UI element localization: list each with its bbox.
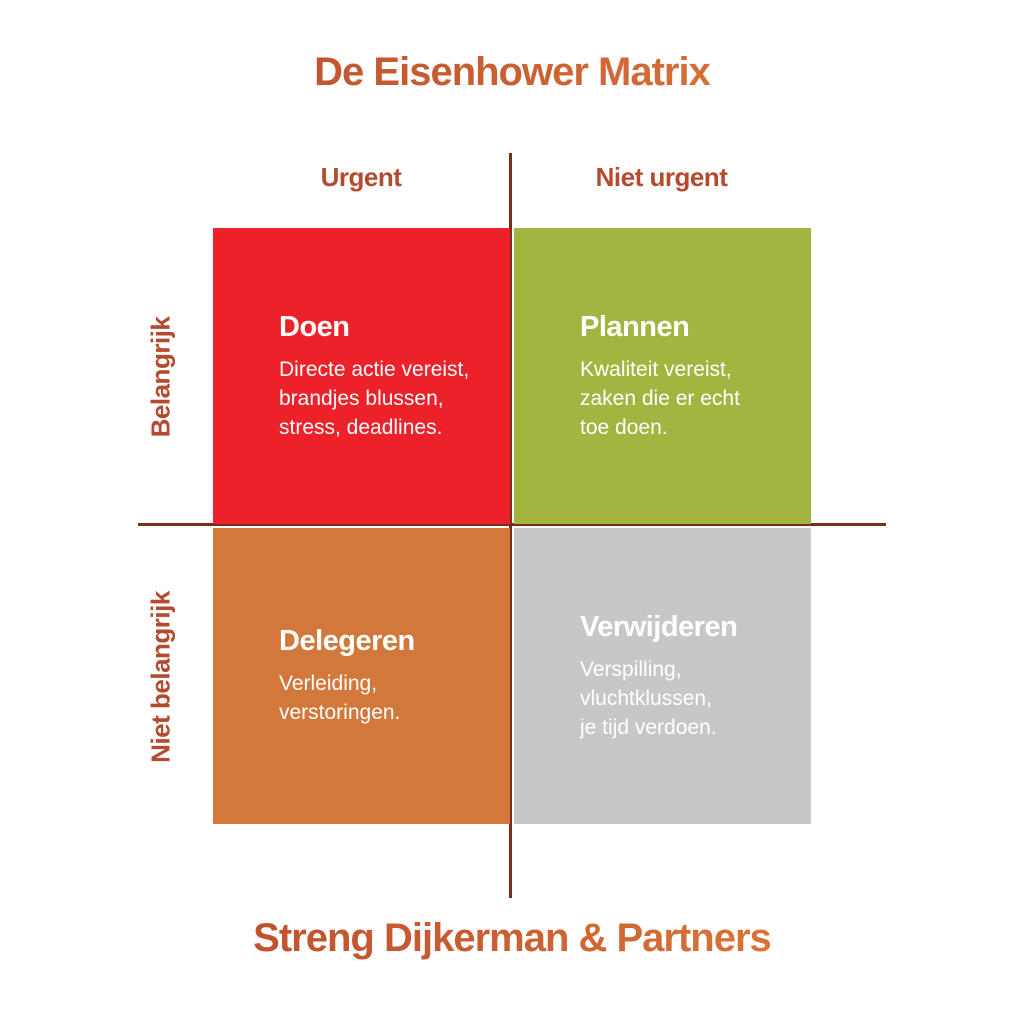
- quadrant-verwijderen: Verwijderen Verspilling, vluchtklussen, …: [514, 528, 811, 824]
- quadrant-title-verwijderen: Verwijderen: [580, 610, 738, 643]
- row-label-niet-belangrijk: Niet belangrijk: [145, 591, 176, 763]
- quadrant-body-plannen: Kwaliteit vereist, zaken die er echt toe…: [580, 357, 740, 439]
- quadrant-doen: Doen Directe actie vereist, brandjes blu…: [213, 228, 510, 524]
- quadrant-body-delegeren: Verleiding, verstoringen.: [279, 672, 401, 724]
- horizontal-axis-line: [138, 523, 886, 526]
- page-title: De Eisenhower Matrix: [0, 50, 1024, 95]
- quadrant-plannen: Plannen Kwaliteit vereist, zaken die er …: [514, 228, 811, 524]
- column-label-urgent: Urgent: [320, 162, 402, 192]
- quadrant-title-plannen: Plannen: [580, 310, 690, 343]
- quadrant-title-doen: Doen: [279, 310, 350, 343]
- footer-brand: Streng Dijkerman & Partners: [0, 916, 1024, 961]
- column-label-niet-urgent: Niet urgent: [595, 162, 728, 192]
- quadrant-grid: Doen Directe actie vereist, brandjes blu…: [213, 228, 811, 824]
- quadrant-body-verwijderen: Verspilling, vluchtklussen, je tijd verd…: [580, 657, 717, 739]
- quadrant-body-doen: Directe actie vereist, brandjes blussen,…: [279, 357, 470, 439]
- quadrant-title-delegeren: Delegeren: [279, 625, 415, 657]
- quadrant-delegeren: Delegeren Verleiding, verstoringen.: [213, 528, 510, 824]
- row-label-belangrijk: Belangrijk: [145, 316, 176, 438]
